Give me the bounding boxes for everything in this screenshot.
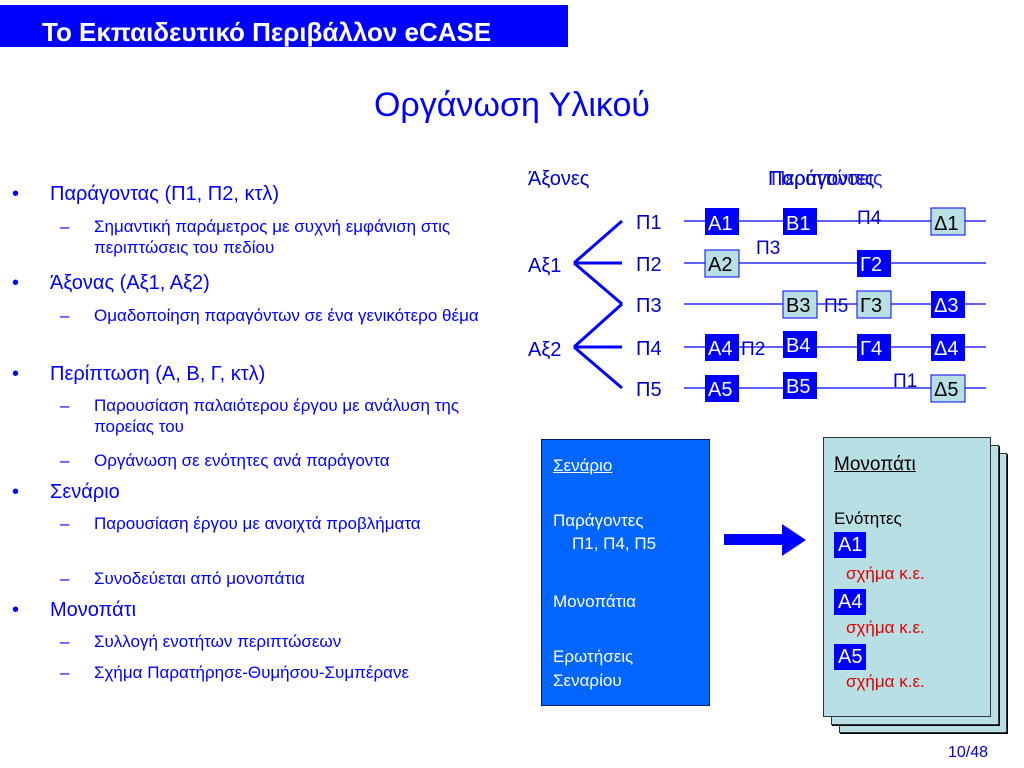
page-number: 10/48	[947, 744, 988, 761]
scenario-paths-label: Μονοπάτια	[553, 592, 636, 611]
bullet-text: Μονοπάτι	[50, 599, 137, 621]
bullet-factor: •Παράγοντας (Π1, Π2, κτλ)	[12, 183, 280, 205]
path-label-p5: Π5	[824, 296, 848, 317]
case-b5-label: Β5	[786, 376, 810, 398]
case-d5-label: Δ5	[934, 379, 958, 401]
factor-label-5: Π5	[636, 379, 662, 401]
bullet-case: •Περίπτωση (Α, Β, Γ, κτλ)	[12, 363, 266, 385]
case-d5	[930, 374, 966, 403]
case-b1	[783, 208, 817, 235]
bullet-text: Σενάριο	[50, 481, 120, 503]
sub-bullet-text: Παρουσίαση έργου με ανοιχτά προβλήματα	[94, 514, 421, 533]
sub-bullet-text: Οργάνωση σε ενότητες ανά παράγοντα	[94, 451, 390, 470]
arrow-right-icon	[724, 524, 806, 556]
case-g4-label: Γ4	[860, 338, 882, 360]
case-a4	[705, 334, 739, 361]
path-card-title: Μονοπάτι	[834, 454, 916, 475]
axis-label-1: Αξ1	[528, 255, 561, 277]
case-a1	[705, 208, 739, 235]
case-a4-label: Α4	[708, 338, 732, 360]
path-unit-note-3: σχήμα κ.ε.	[846, 672, 925, 691]
case-b3-label: Β3	[786, 295, 810, 317]
case-d3	[931, 291, 965, 318]
bullet-path: •Μονοπάτι	[12, 599, 137, 621]
case-b5	[783, 372, 817, 399]
factor-label-4: Π4	[636, 338, 662, 360]
path-label-p1: Π1	[893, 371, 917, 392]
case-d3-label: Δ3	[934, 295, 958, 317]
case-a2	[704, 249, 740, 278]
case-b1-label: Β1	[786, 213, 810, 235]
sub-bullet-text: Παρουσίαση παλαιότερου έργου με ανάλυση …	[94, 396, 460, 436]
path-card-units-label: Ενότητες	[834, 509, 902, 528]
case-b4	[783, 331, 817, 358]
bullet-axis: •Άξονας (Αξ1, Αξ2)	[12, 272, 210, 294]
factor-label-3: Π3	[636, 295, 662, 317]
case-g4	[857, 334, 891, 361]
bullet-text: Παράγοντας (Π1, Π2, κτλ)	[50, 183, 280, 205]
path-unit-case-3: Α5	[834, 644, 867, 670]
scenario-title: Σενάριο	[553, 456, 613, 475]
path-unit-case-2: Α4	[834, 589, 867, 615]
axis-label-2: Αξ2	[528, 339, 561, 361]
case-a2-label: Α2	[708, 254, 732, 276]
sub-bullet-text: Συλλογή ενοτήτων περιπτώσεων	[94, 632, 342, 651]
header-bar: Το Εκπαιδευτικό Περιβάλλον eCASE	[0, 5, 568, 47]
factors-heading: Παράγοντες	[768, 168, 875, 190]
sub-bullet-text: Συνοδεύεται από μονοπάτια	[94, 569, 305, 588]
scenario-factors-values: Π1, Π4, Π5	[572, 534, 657, 553]
bullet-text: Άξονας (Αξ1, Αξ2)	[50, 272, 210, 294]
case-g3	[856, 290, 892, 319]
factor-label-2: Π2	[636, 254, 662, 276]
scenario-box: Σενάριο Παράγοντες Π1, Π4, Π5 Μονοπάτια …	[541, 439, 710, 706]
slide-title: Οργάνωση Υλικού	[373, 86, 651, 124]
case-d4	[931, 334, 965, 361]
case-a5	[705, 375, 739, 402]
bullet-scenario: •Σενάριο	[12, 481, 120, 503]
axis-branches	[572, 219, 624, 390]
path-unit-note-1: σχήμα κ.ε.	[846, 564, 925, 583]
path-card: Μονοπάτι Ενότητες Α1 σχήμα κ.ε. Α4 σχήμα…	[823, 437, 991, 717]
case-g2-label: Γ2	[860, 254, 882, 276]
scenario-factors-label: Παράγοντες	[553, 511, 644, 530]
path-label-p4: Π4	[857, 208, 882, 229]
case-d1-label: Δ1	[934, 213, 958, 235]
scenario-questions-label: Ερωτήσεις	[553, 647, 634, 666]
case-g2	[857, 250, 891, 277]
sub-bullet-text: Σημαντική παράμετρος με συχνή εμφάνιση σ…	[94, 217, 451, 257]
cases-heading-overlay: Περιπτώσεις	[771, 168, 883, 190]
case-a5-label: Α5	[708, 379, 732, 401]
path-label-p2: Π2	[741, 339, 765, 360]
path-label-p3: Π3	[756, 238, 780, 259]
sub-bullet-text: Σχήμα Παρατήρησε-Θυμήσου-Συμπέρανε	[94, 663, 410, 682]
path-unit-case-1: Α1	[834, 532, 867, 558]
bullet-text: Περίπτωση (Α, Β, Γ, κτλ)	[50, 363, 266, 385]
scenario-questions-label-2: Σεναρίου	[553, 671, 622, 690]
factor-label-1: Π1	[636, 212, 662, 234]
path-unit-note-2: σχήμα κ.ε.	[846, 618, 925, 637]
axes-heading: Άξονες	[528, 168, 590, 190]
case-b3	[782, 290, 818, 319]
case-b4-label: Β4	[786, 335, 810, 357]
case-a1-label: Α1	[708, 213, 732, 235]
sub-bullet-text: Ομαδοποίηση παραγόντων σε ένα γενικότερο…	[94, 306, 479, 325]
case-g3-label: Γ3	[860, 295, 882, 317]
case-d4-label: Δ4	[934, 338, 958, 360]
case-d1	[930, 207, 966, 236]
header-title: Το Εκπαιδευτικό Περιβάλλον eCASE	[42, 17, 492, 47]
